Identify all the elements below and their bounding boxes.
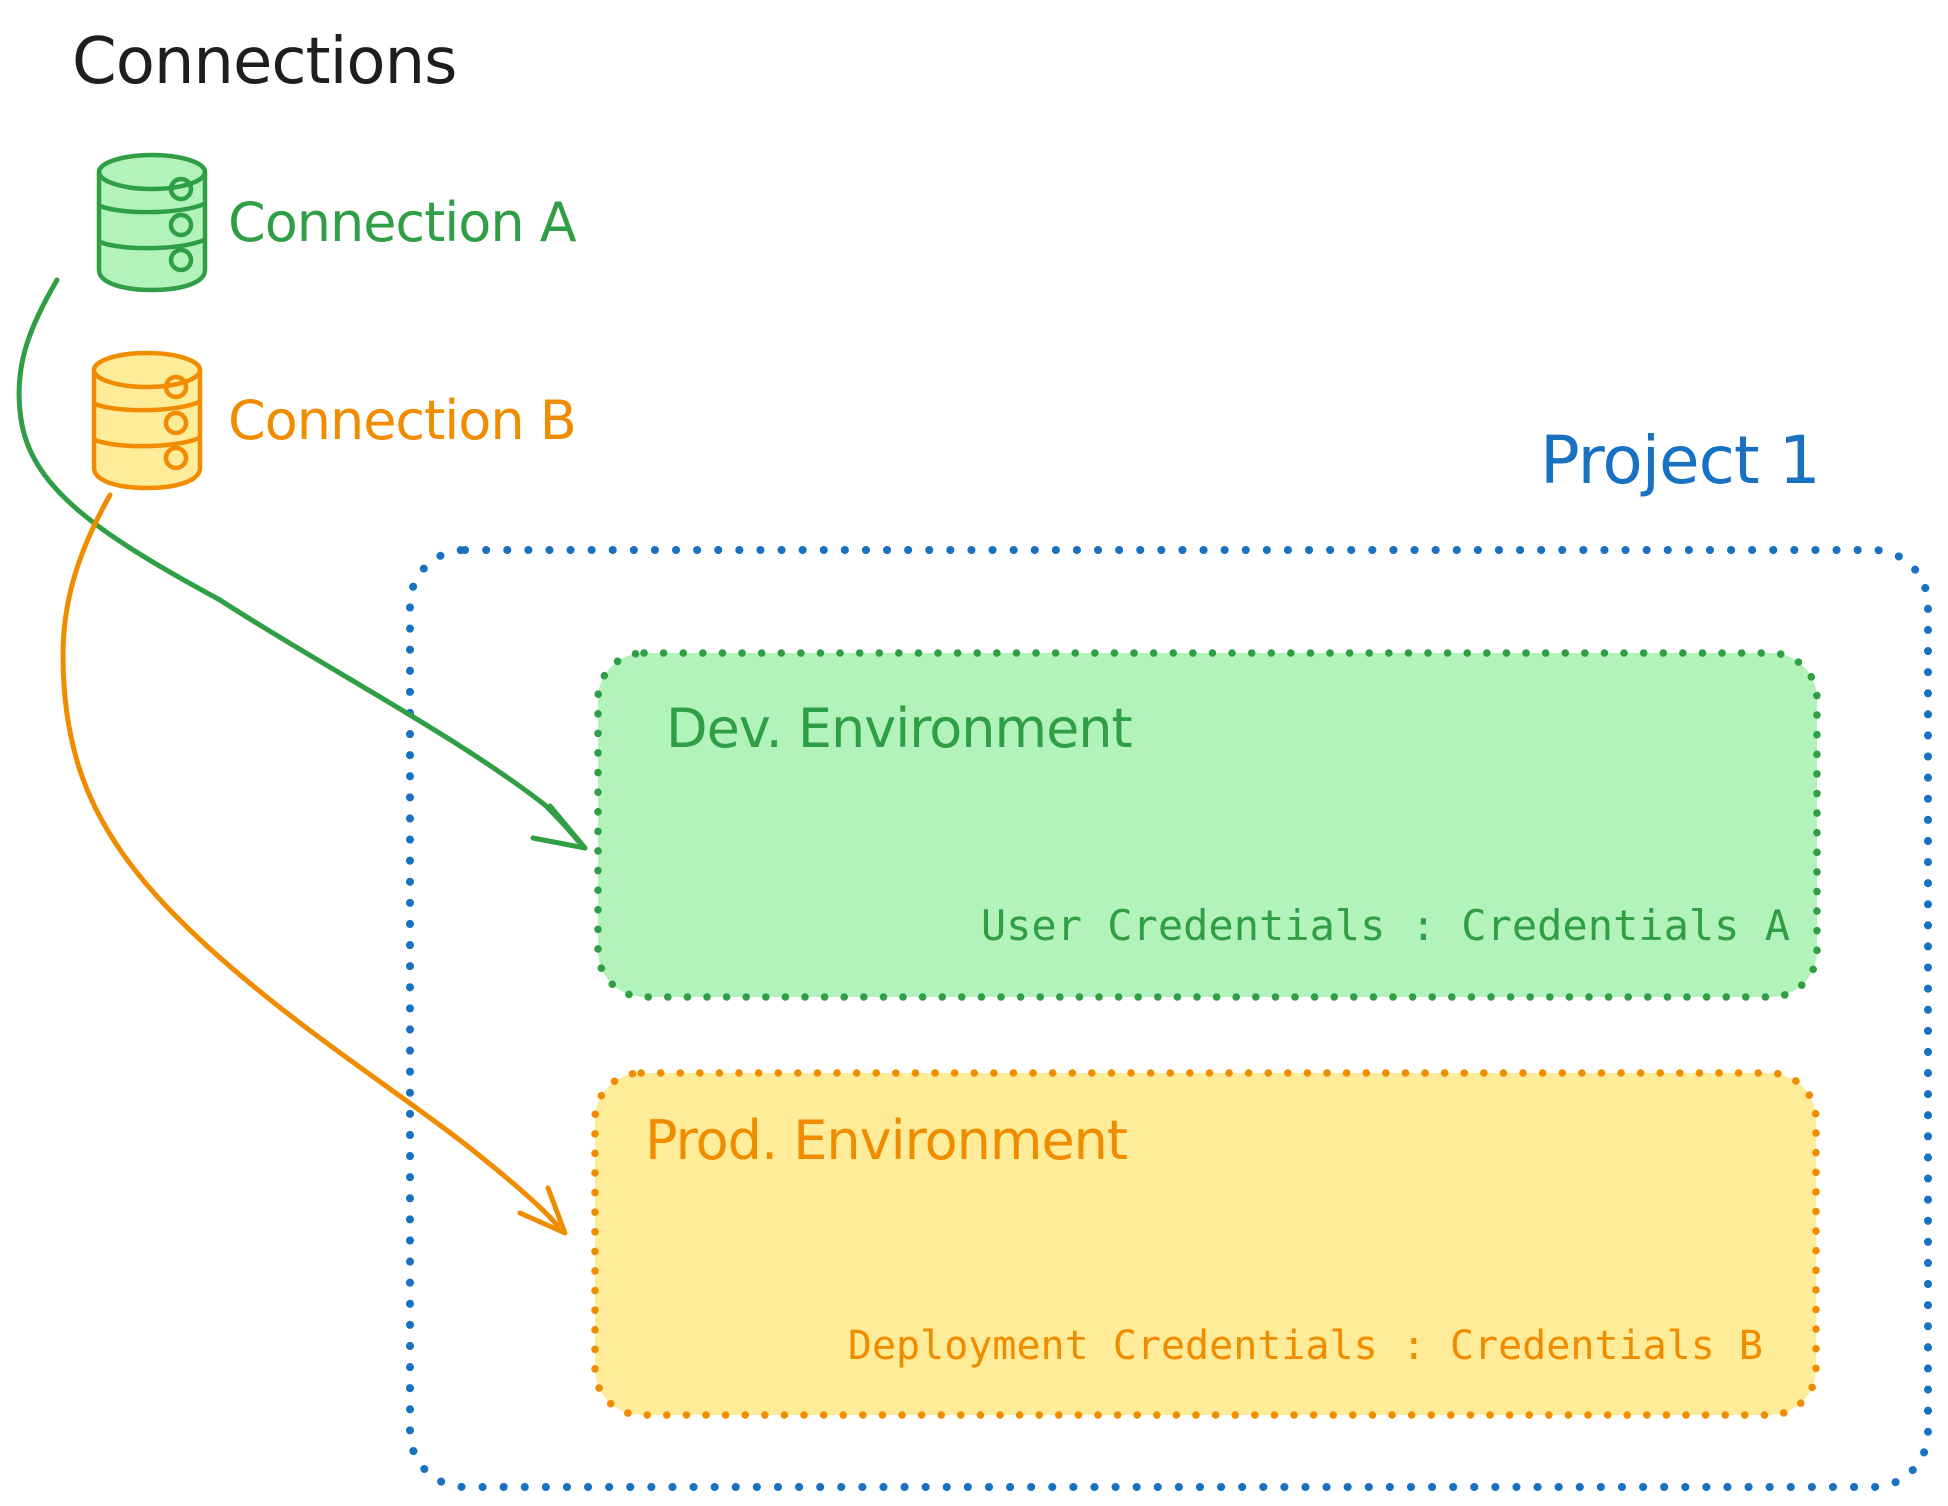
arrow-head	[530, 803, 588, 851]
database-divider	[97, 237, 207, 251]
arrow-head	[517, 1185, 568, 1236]
database-dot	[168, 247, 194, 273]
arrow-connection-a-to-dev	[16, 277, 588, 851]
arrow-connection-b-to-prod	[60, 492, 568, 1236]
arrow-line	[16, 277, 581, 844]
database-dot	[163, 410, 189, 436]
dev-environment-box	[594, 649, 1821, 1001]
database-divider	[92, 435, 202, 449]
database-dot	[163, 445, 189, 471]
database-icon	[96, 152, 208, 293]
database-outline	[91, 367, 203, 491]
connections-title: Connections	[72, 25, 457, 99]
dev-environment-credentials: User Credentials : Credentials A	[980, 901, 1790, 950]
prod-environment-title: Prod. Environment	[645, 1109, 1128, 1172]
project-1-title: Project 1	[1540, 422, 1821, 499]
prod-environment-credentials: Deployment Credentials : Credentials B	[847, 1323, 1763, 1369]
arrow-line	[60, 492, 561, 1229]
dev-environment-title: Dev. Environment	[666, 697, 1133, 760]
connection-a-label: Connection A	[228, 191, 577, 254]
database-dot	[168, 176, 194, 202]
database-divider	[97, 201, 207, 215]
prod-environment-rect	[591, 1069, 1820, 1419]
dev-environment-rect	[594, 649, 1821, 1001]
connection-b-label: Connection B	[228, 389, 577, 452]
database-outline	[96, 169, 208, 293]
database-dot	[168, 212, 194, 238]
database-icon	[91, 350, 203, 491]
prod-environment-box	[591, 1069, 1820, 1419]
database-divider	[92, 399, 202, 413]
database-dot	[163, 374, 189, 400]
